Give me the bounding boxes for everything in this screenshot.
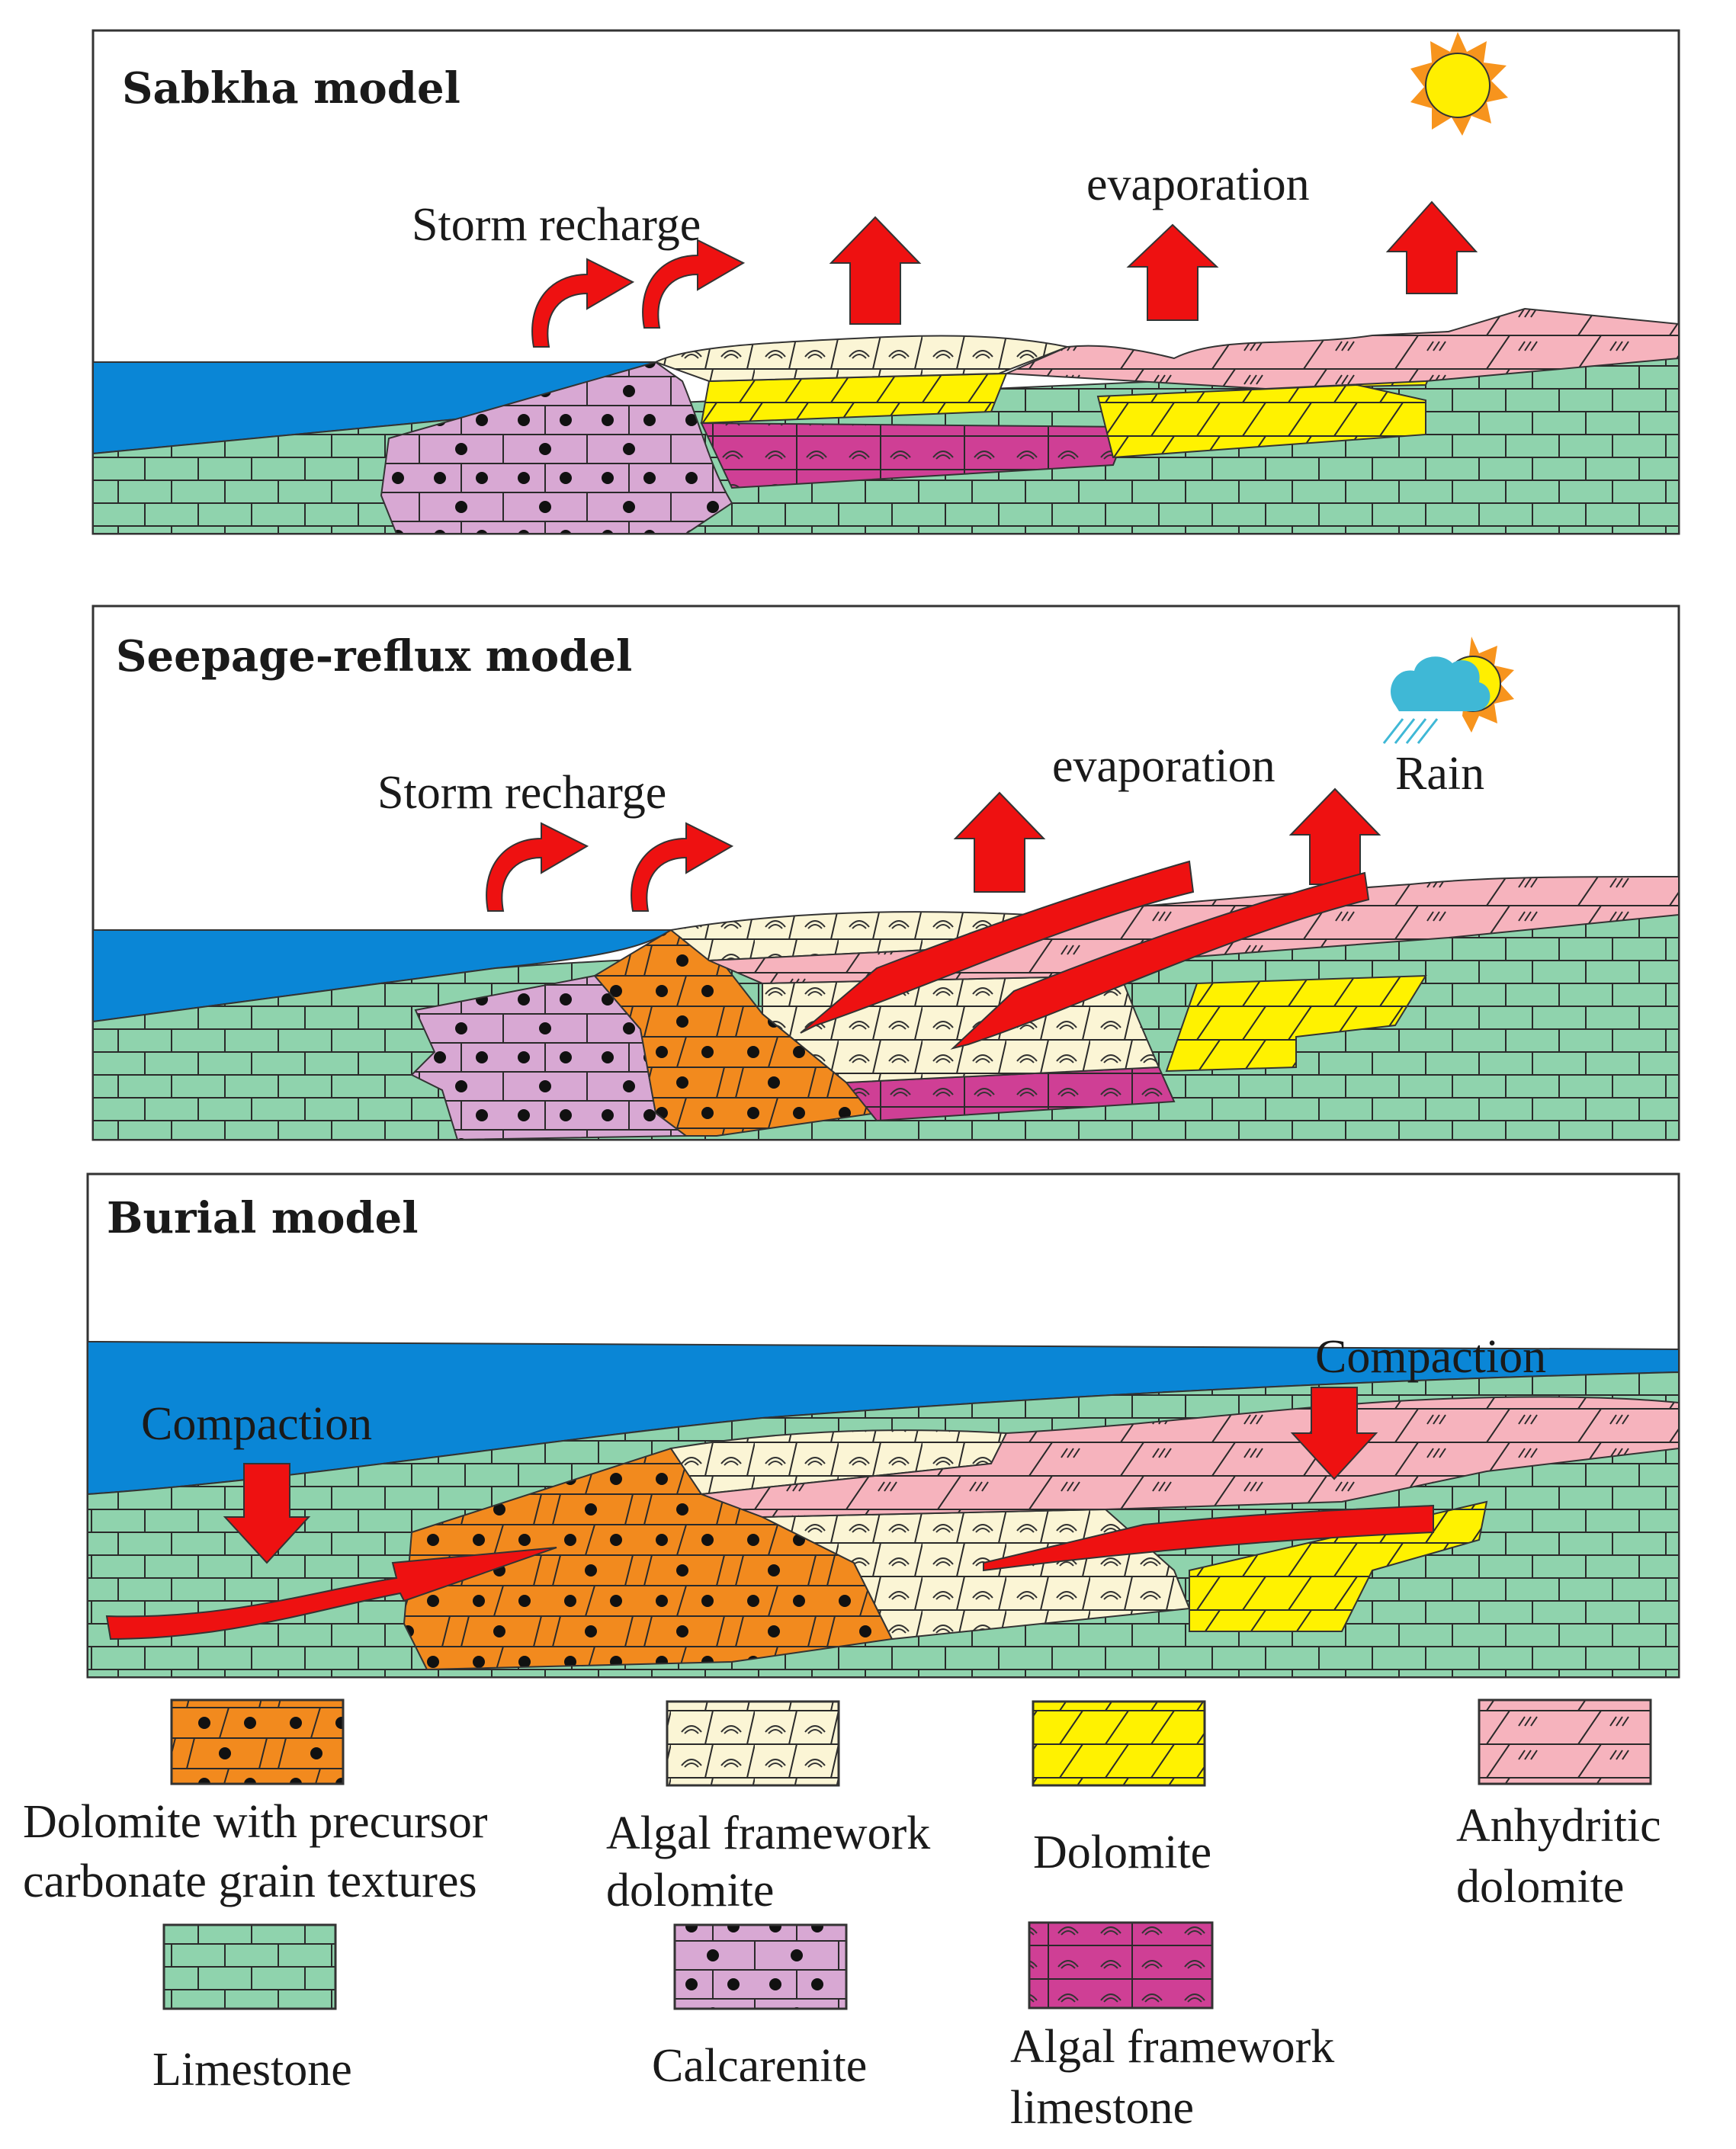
- burial-flow-arrow-right: [983, 1504, 1434, 1572]
- panel-title: Sabkha model: [122, 63, 460, 114]
- legend-item-algal-limestone: Algal framework limestone: [1010, 1921, 1334, 2134]
- algal-limestone-body: [700, 422, 1130, 489]
- compaction-label-left: Compaction: [141, 1398, 372, 1450]
- legend-swatch: [1478, 1698, 1652, 1785]
- legend-label-line-2: dolomite: [606, 1865, 774, 1916]
- legend-label-line-2: dolomite: [1456, 1861, 1624, 1913]
- storm-arrow-2: [642, 239, 746, 329]
- legend-swatch: [170, 1698, 345, 1785]
- legend-item-dolomite: Dolomite: [1032, 1700, 1211, 1878]
- legend-item-limestone: Limestone: [152, 1923, 352, 2096]
- evaporation-arrow-2: [1126, 223, 1219, 321]
- algal-dolomite-body: [669, 1429, 1008, 1496]
- sun-icon: [1410, 32, 1508, 136]
- storm-arrow-2: [631, 822, 734, 912]
- algal-dolomite-body: [653, 335, 1070, 383]
- panel-burial: Burial model Compaction Compaction: [86, 1172, 1680, 1679]
- storm-arrow-1: [531, 258, 635, 348]
- panel-title: Burial model: [107, 1193, 419, 1243]
- legend-label-line-2: limestone: [1010, 2082, 1194, 2134]
- burial-flow-arrow-left: [105, 1547, 557, 1641]
- legend-swatch: [162, 1923, 337, 2010]
- panel-seepage-reflux: Seepage-reflux model Rain Storm recharge: [91, 605, 1680, 1141]
- storm-arrow-1: [486, 822, 589, 912]
- legend-item-algal-dolomite: Algal framework dolomite: [606, 1700, 930, 1916]
- anhydritic-dolomite-body: [1006, 307, 1680, 390]
- evaporation-label: evaporation: [1086, 159, 1310, 210]
- legend: Dolomite with precursor carbonate grain …: [23, 1698, 1661, 2134]
- compaction-label-right: Compaction: [1315, 1331, 1546, 1383]
- legend-label-line-1: Algal framework: [1010, 2021, 1334, 2073]
- rain-label: Rain: [1395, 748, 1484, 800]
- compaction-arrow-right: [1290, 1387, 1378, 1480]
- storm-recharge-label: Storm recharge: [412, 199, 701, 251]
- panel-sabkha: Sabkha model Storm recharge evaporation: [91, 29, 1680, 535]
- reflux-arrow-1: [800, 860, 1195, 1034]
- legend-label: Limestone: [152, 2044, 352, 2096]
- reflux-arrow-2: [950, 871, 1370, 1050]
- evaporation-arrow-3: [1385, 200, 1478, 294]
- legend-label-line-2: carbonate grain textures: [23, 1856, 477, 1907]
- legend-swatch: [1032, 1700, 1206, 1787]
- evaporation-arrow-1: [953, 791, 1046, 893]
- legend-label: Calcarenite: [652, 2040, 867, 2092]
- legend-label: Dolomite: [1033, 1827, 1211, 1878]
- evaporation-arrow-1: [829, 216, 922, 325]
- compaction-arrow-left: [223, 1463, 311, 1564]
- dolomite-body: [1165, 974, 1427, 1073]
- legend-swatch: [666, 1700, 840, 1787]
- legend-label-line-1: Dolomite with precursor: [23, 1796, 488, 1848]
- legend-label-line-1: Anhydritic: [1456, 1800, 1661, 1852]
- panel-title: Seepage-reflux model: [116, 631, 632, 682]
- legend-label-line-1: Algal framework: [606, 1807, 930, 1859]
- storm-recharge-label: Storm recharge: [377, 767, 666, 819]
- legend-swatch: [1028, 1921, 1214, 2009]
- legend-item-anhydritic-dolomite: Anhydritic dolomite: [1456, 1698, 1661, 1913]
- evaporation-label: evaporation: [1052, 740, 1276, 792]
- legend-swatch: [673, 1923, 848, 2010]
- rain-sun-icon: [1382, 637, 1514, 744]
- anhydritic-dolomite-body: [701, 1396, 1680, 1519]
- legend-item-calcarenite: Calcarenite: [652, 1923, 867, 2092]
- legend-item-dolomite-grain: Dolomite with precursor carbonate grain …: [23, 1698, 488, 1907]
- calcarenite-body: [380, 361, 733, 534]
